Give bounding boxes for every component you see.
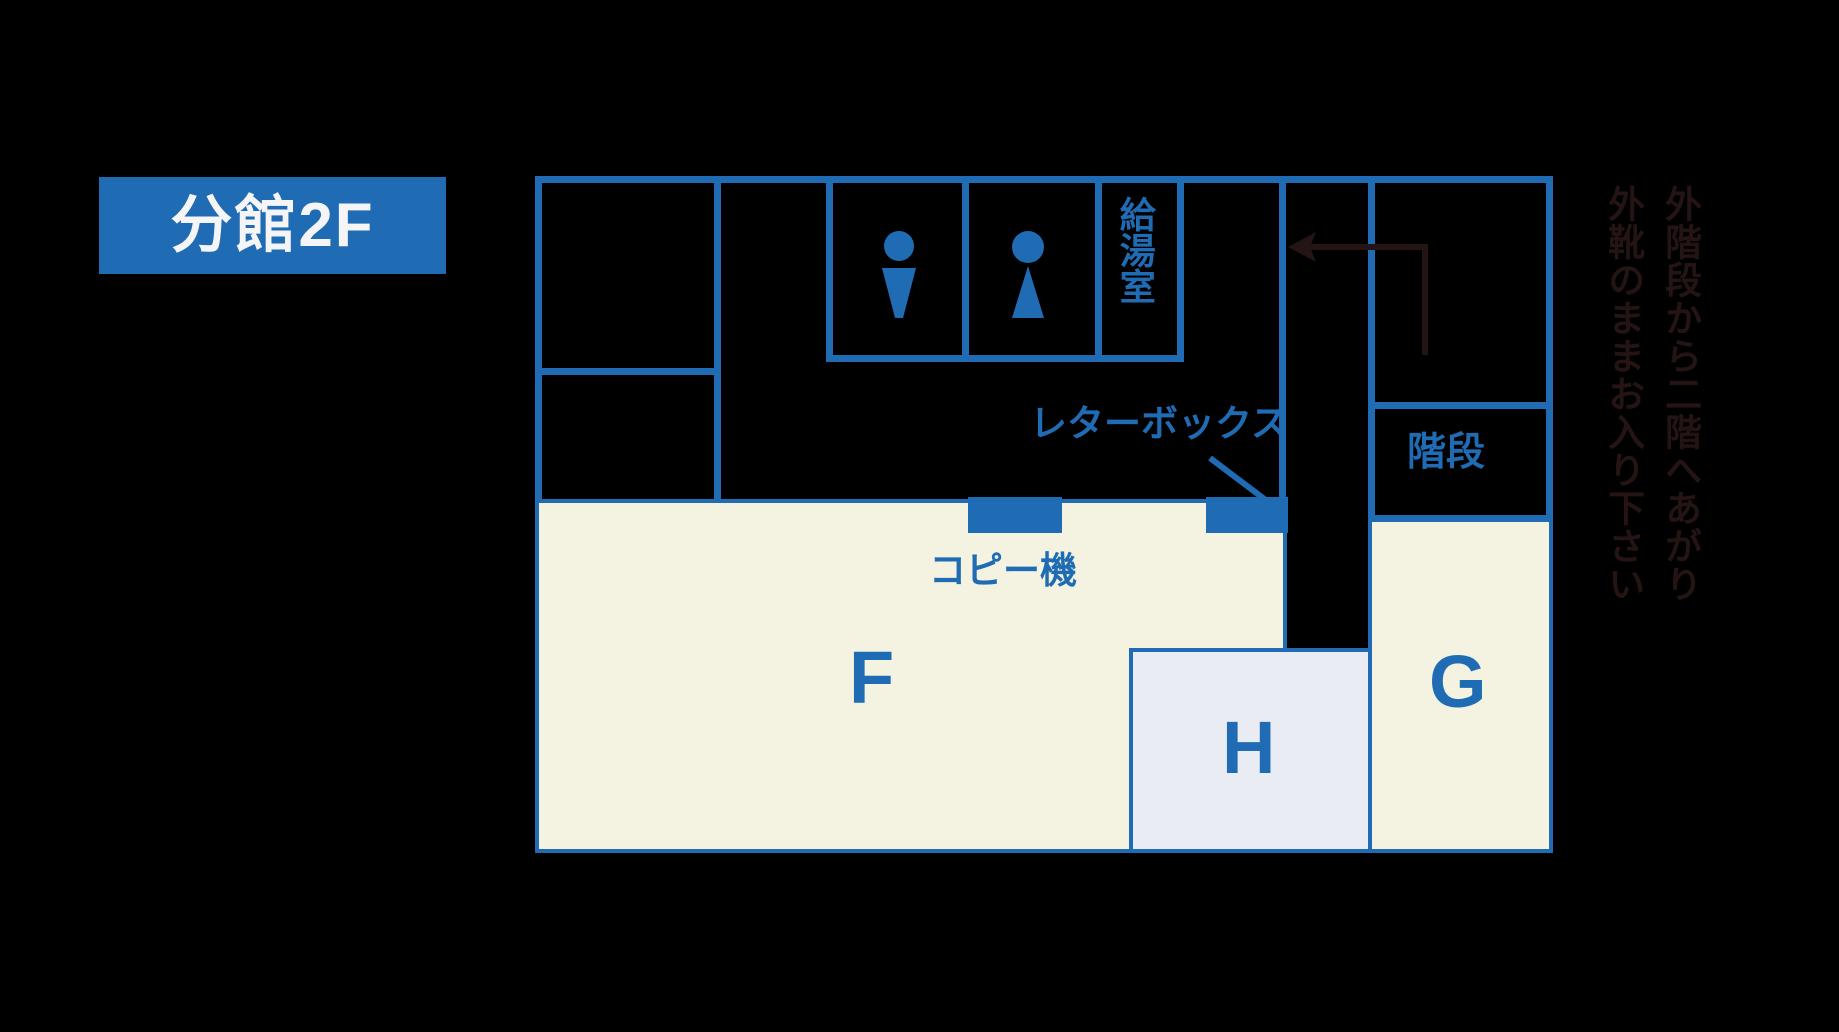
wall-stairzone-left <box>1368 176 1375 408</box>
label-letterbox: レターボックス <box>1030 403 1288 444</box>
mens-restroom-pictogram <box>1006 230 1050 320</box>
womens-restroom-pictogram <box>878 230 920 320</box>
room-H-letter: H <box>1222 706 1276 789</box>
room-F-letter: F <box>849 636 895 719</box>
wall-mens-right <box>1095 176 1102 361</box>
label-copier: コピー機 <box>929 550 1077 591</box>
wall-kyutoshitsu-right <box>1177 176 1184 361</box>
label-kaidan: 階段 <box>1407 431 1486 474</box>
floor-title-badge: 分館2F <box>99 177 446 274</box>
wall-corridor-right <box>1279 176 1286 506</box>
letterbox-block-left[interactable] <box>968 497 1062 533</box>
wall-womens-left <box>826 176 833 361</box>
wall-top-outer <box>535 176 1553 183</box>
wall-left-outer-top <box>535 176 542 499</box>
label-kyutoshitsu: 給湯室 <box>1114 196 1156 304</box>
wall-above-stairs <box>1368 402 1553 409</box>
letterbox-block-right[interactable] <box>1206 497 1288 533</box>
entry-arrow <box>1280 180 1460 380</box>
wall-stairs-right <box>1546 402 1553 522</box>
wall-stairs-left <box>1368 402 1375 522</box>
wall-restroom-divider <box>962 176 969 361</box>
wall-upperleft-horizontal <box>535 368 721 375</box>
wall-upperleft-divider <box>714 176 721 499</box>
page-title: 分館2F <box>170 190 375 260</box>
notice-line-1: 外階段から二階へあがり <box>1659 185 1701 603</box>
wall-restroom-band-bottom <box>826 355 1184 362</box>
wall-right-outer-top <box>1546 176 1553 408</box>
notice-line-2: 外靴のままお入り下さい <box>1602 185 1644 603</box>
room-G[interactable] <box>1368 518 1553 853</box>
room-G-letter: G <box>1429 640 1487 723</box>
